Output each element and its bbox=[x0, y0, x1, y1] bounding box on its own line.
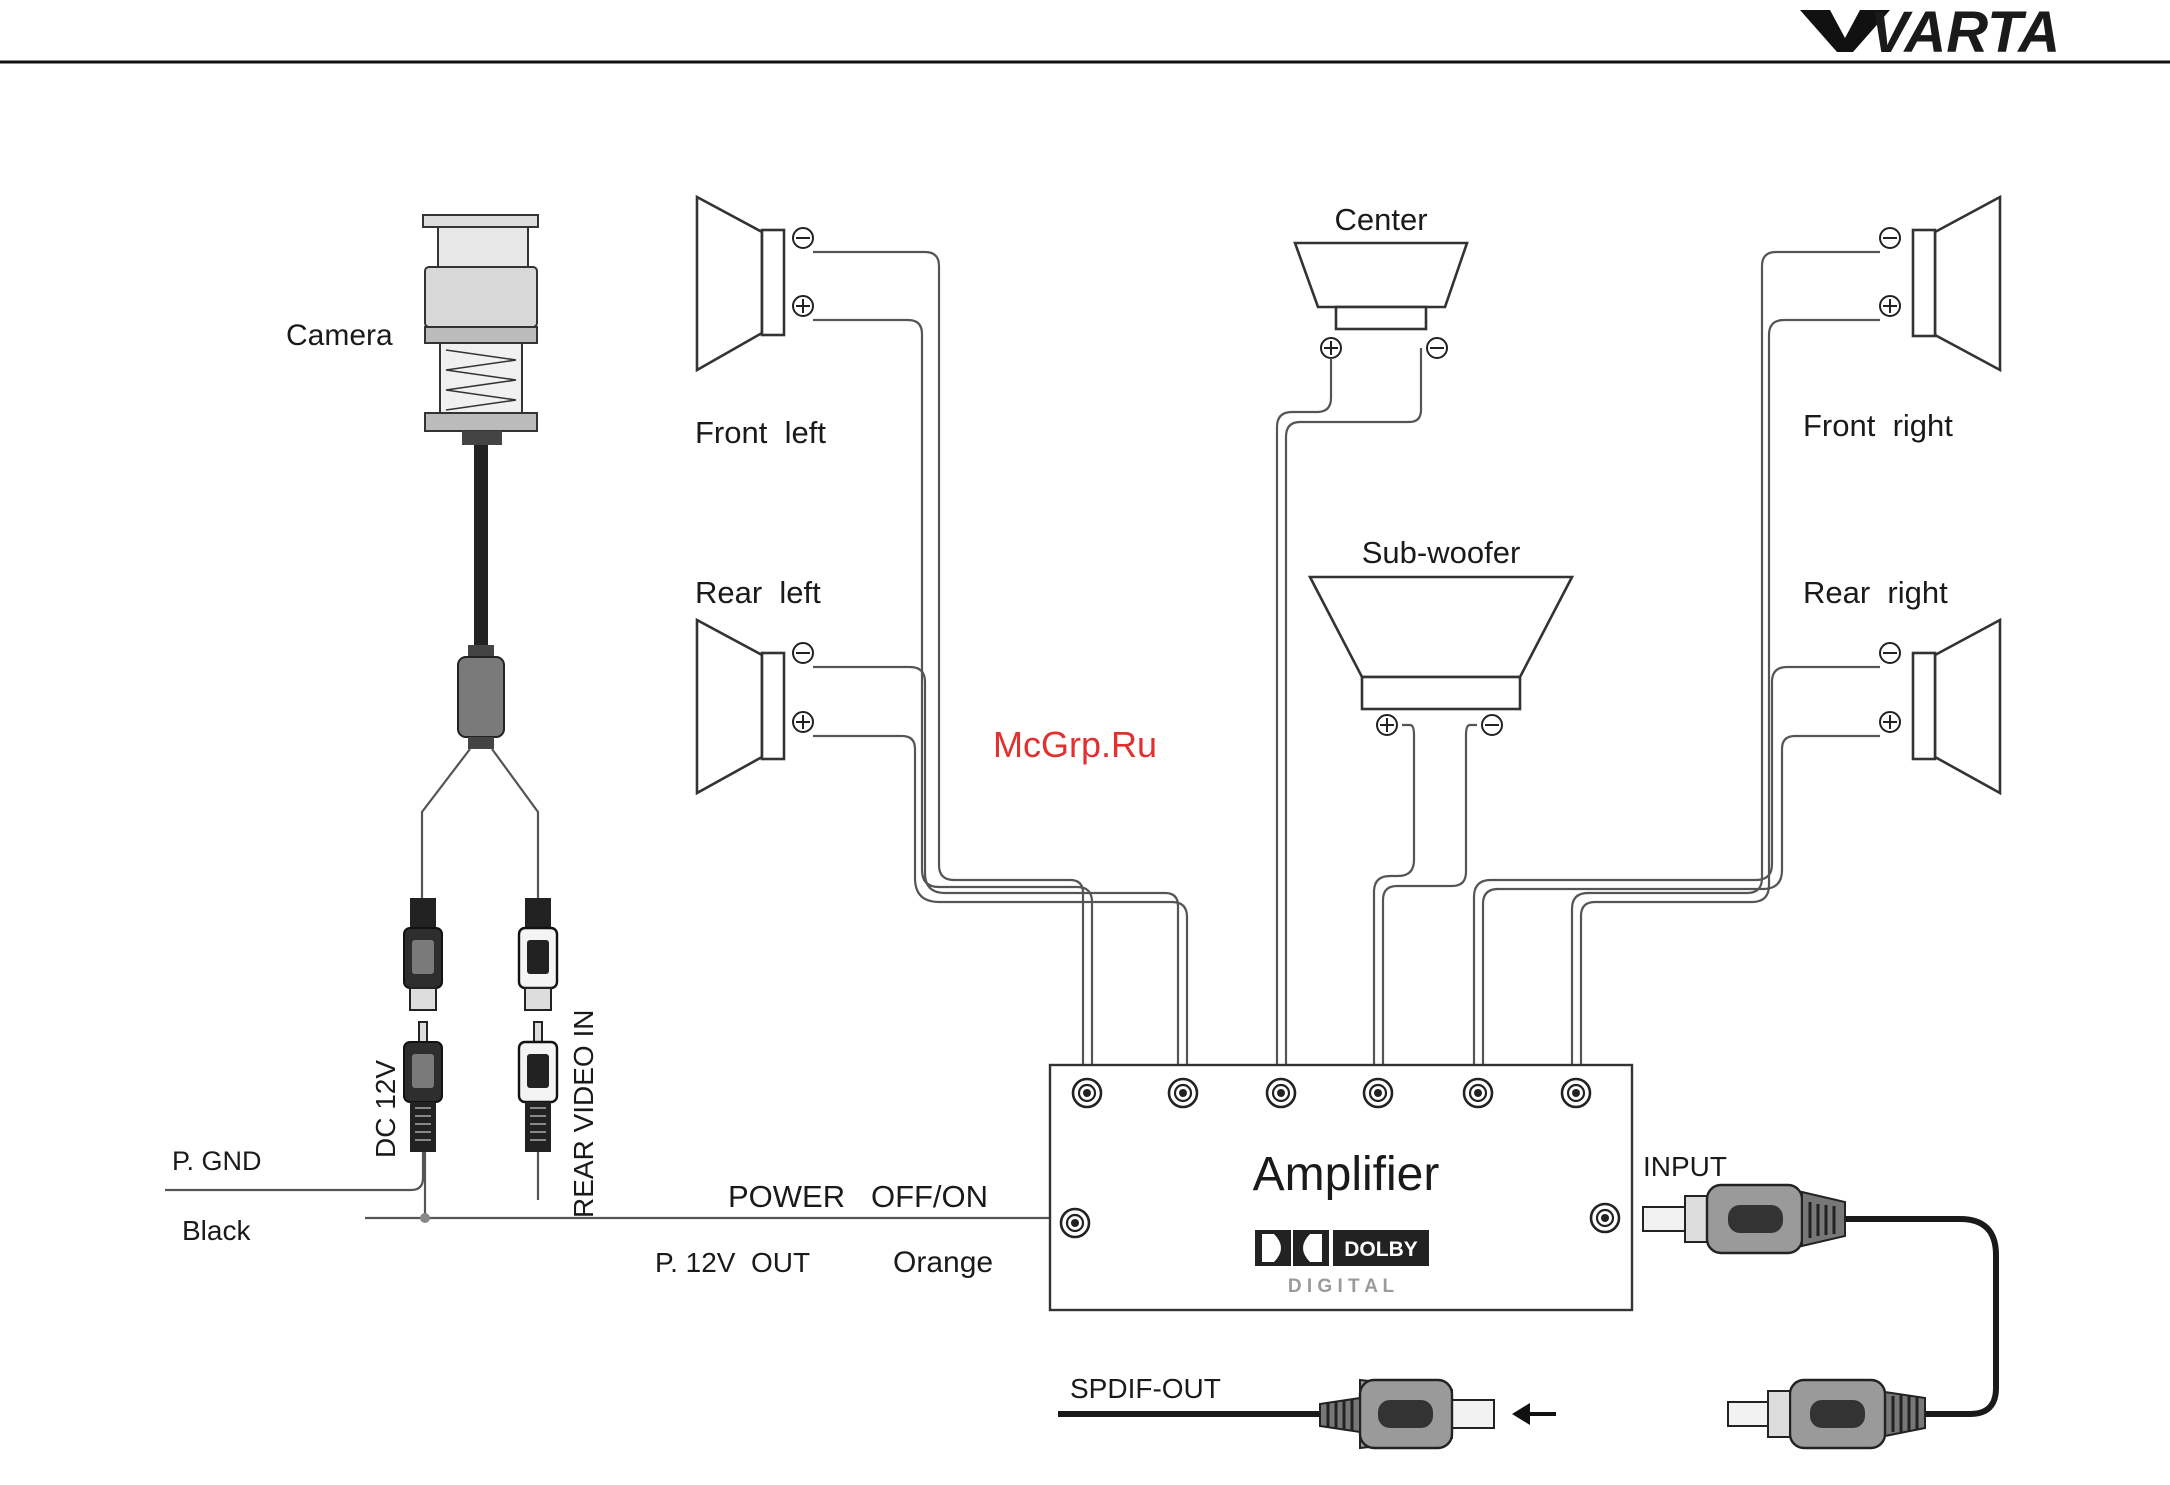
rear-video-in-label: REAR VIDEO IN bbox=[568, 1010, 599, 1218]
input-cable-plug bbox=[1643, 1185, 1845, 1253]
arrow-left-icon bbox=[1512, 1403, 1556, 1425]
front-left-speaker bbox=[697, 197, 813, 370]
subwoofer-label: Sub-woofer bbox=[1362, 535, 1521, 570]
power-off-on-label: POWER OFF/ON bbox=[728, 1179, 988, 1214]
rear-video-plug-pair bbox=[519, 898, 557, 1152]
rear-left-speaker bbox=[697, 620, 813, 793]
center-speaker bbox=[1295, 243, 1467, 358]
varta-logo-text: VARTA bbox=[1870, 0, 2060, 65]
camera: Camera bbox=[286, 215, 538, 910]
digital-text: D I G I T A L bbox=[1288, 1276, 1395, 1297]
camera-label: Camera bbox=[286, 319, 393, 352]
spdif-out-label: SPDIF-OUT bbox=[1070, 1373, 1221, 1404]
black-label: Black bbox=[182, 1215, 251, 1246]
input-label: INPUT bbox=[1643, 1151, 1727, 1182]
dolby-text: DOLBY bbox=[1344, 1238, 1418, 1261]
output-cable-plug-right bbox=[1728, 1380, 1925, 1448]
watermark-text: McGrp.Ru bbox=[993, 724, 1157, 765]
dc-12v-plug-pair bbox=[404, 898, 442, 1152]
front-right-label: Front right bbox=[1803, 408, 1953, 443]
rear-left-label: Rear left bbox=[695, 575, 821, 610]
varta-logo: VARTA bbox=[1800, 0, 2060, 65]
subwoofer-speaker bbox=[1310, 577, 1572, 735]
center-label: Center bbox=[1334, 202, 1427, 237]
amplifier: Amplifier DOLBY D I G I T A L bbox=[1050, 1065, 1632, 1310]
p-12v-out-label: P. 12V OUT bbox=[655, 1247, 810, 1278]
amplifier-title: Amplifier bbox=[1253, 1148, 1440, 1201]
rear-right-label: Rear right bbox=[1803, 575, 1948, 610]
front-right-speaker bbox=[1880, 197, 2000, 370]
rear-right-speaker bbox=[1880, 620, 2000, 793]
dc-12v-label: DC 12V bbox=[370, 1060, 401, 1158]
front-left-label: Front left bbox=[695, 415, 826, 450]
speaker-wires bbox=[813, 252, 1880, 1078]
orange-label: Orange bbox=[893, 1246, 993, 1279]
p-gnd-label: P. GND bbox=[172, 1146, 262, 1176]
